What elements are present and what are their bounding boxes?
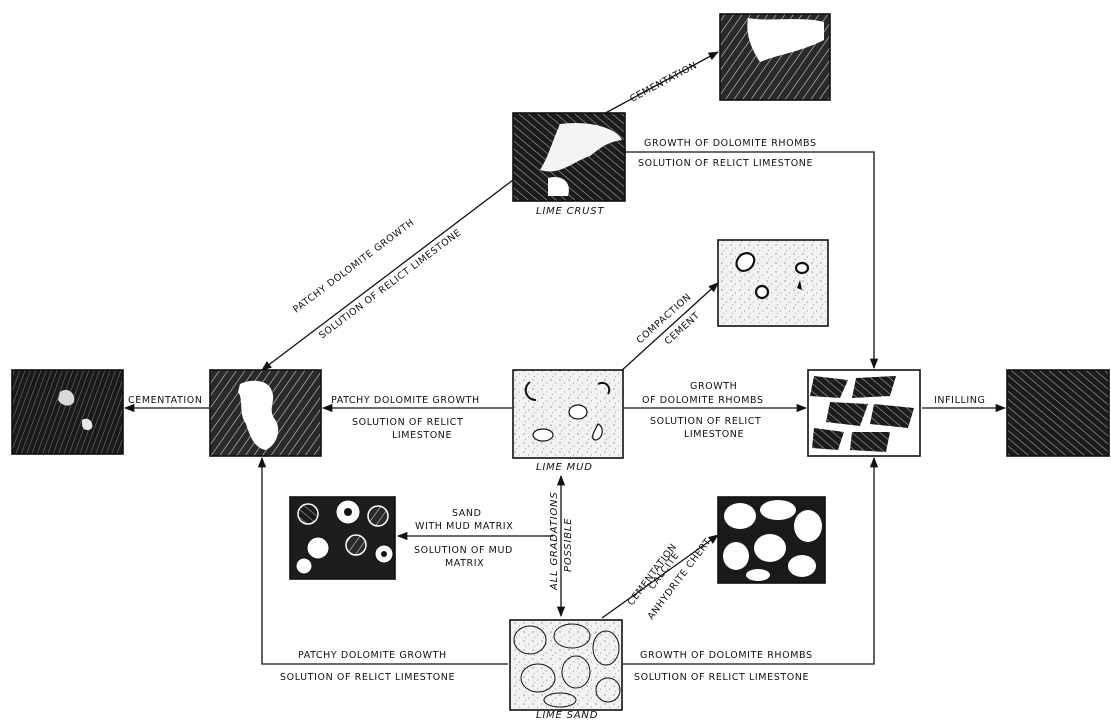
label-mud-solution-relict-right: SOLUTION OF RELICT	[650, 416, 761, 427]
dolomite-rhombs-tile	[808, 370, 920, 456]
lime-crust-tile	[513, 113, 625, 201]
label-sand-patchy-dolomite: PATCHY DOLOMITE GROWTH	[298, 650, 447, 661]
lime-crust-caption: LIME CRUST	[536, 206, 604, 217]
cemented-crust-tile	[720, 14, 830, 100]
label-mud-limestone: LIMESTONE	[392, 430, 452, 441]
sand-mud-matrix-tile	[290, 497, 395, 579]
label-sand-growth-rhombs: GROWTH OF DOLOMITE RHOMBS	[640, 650, 813, 661]
label-mud-of-dolomite-rhombs: OF DOLOMITE RHOMBS	[642, 395, 764, 406]
infilling-tile	[1007, 370, 1109, 456]
label-possible: POSSIBLE	[563, 518, 574, 572]
lime-sand-caption: LIME SAND	[536, 710, 598, 721]
label-solution-of-mud: SOLUTION OF MUD	[414, 545, 513, 556]
compaction-cement-tile	[718, 240, 828, 326]
label-matrix: MATRIX	[445, 558, 484, 569]
label-crust-solution: SOLUTION OF RELICT LIMESTONE	[638, 158, 813, 169]
lime-mud-caption: LIME MUD	[536, 462, 593, 473]
label-infilling: INFILLING	[934, 395, 985, 406]
lime-sand-tile	[510, 620, 622, 710]
label-mud-limestone-right: LIMESTONE	[684, 429, 744, 440]
label-with-mud-matrix: WITH MUD MATRIX	[415, 521, 513, 532]
label-sand-solution-relict-right: SOLUTION OF RELICT LIMESTONE	[634, 672, 809, 683]
label-far-left-cementation: CEMENTATION	[128, 395, 203, 406]
label-mud-solution-relict: SOLUTION OF RELICT	[352, 417, 463, 428]
label-mud-growth: GROWTH	[690, 381, 737, 392]
label-sand-solution-relict: SOLUTION OF RELICT LIMESTONE	[280, 672, 455, 683]
lime-mud-tile	[513, 370, 623, 458]
label-all-gradations: ALL GRADATIONS	[549, 492, 560, 591]
label-crust-cementation: CEMENTATION	[628, 60, 699, 105]
calcite-cemented-sand-tile	[718, 497, 825, 583]
patchy-dolomite-tile	[210, 370, 321, 456]
label-mud-patchy-dolomite: PATCHY DOLOMITE GROWTH	[331, 395, 480, 406]
label-sand: SAND	[452, 508, 482, 519]
label-crust-growth-rhombs: GROWTH OF DOLOMITE RHOMBS	[644, 138, 817, 149]
far-left-cementation-tile	[12, 370, 123, 454]
